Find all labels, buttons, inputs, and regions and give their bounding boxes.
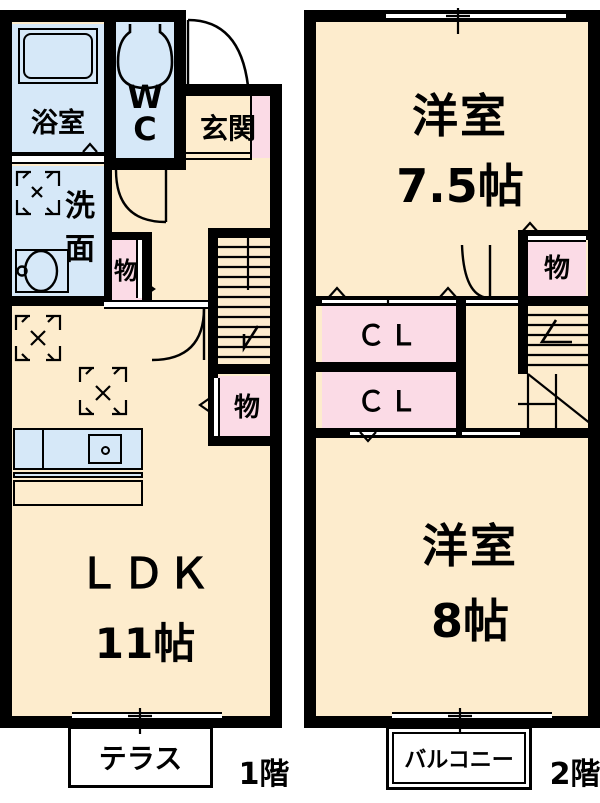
f2-wall-closet-right <box>456 296 466 436</box>
f1-wall-genkan-top <box>174 84 282 96</box>
balcony-label: バルコニー <box>404 748 514 773</box>
bathtub-inner-icon <box>23 33 93 79</box>
room-storage2 <box>216 376 278 436</box>
room-label-wc-w: W <box>127 78 163 116</box>
f1-genkan-step <box>186 152 252 154</box>
f2-closet2-door <box>350 430 456 437</box>
room-label-wc-c: C <box>133 110 157 148</box>
f1-storage2-door <box>212 378 220 436</box>
f2-bedroom2-door <box>462 430 520 437</box>
floor1-caption: 1階 <box>238 757 290 792</box>
room-label-storage1: 物 <box>114 256 138 285</box>
room-genkan <box>182 96 252 158</box>
room-label-western2: 洋室 <box>422 519 518 573</box>
room-label-storage2: 物 <box>233 392 260 423</box>
f1-genkan-shoebox-line <box>250 96 252 158</box>
room-label-western2-size: 8帖 <box>430 594 509 648</box>
room-label-bath: 浴室 <box>31 107 85 139</box>
terrace-label: テラス <box>98 742 183 775</box>
stairs-2f <box>528 306 588 370</box>
f1-wall-storage1-right <box>142 232 152 306</box>
room-label-closet2: ＣＬ <box>356 385 421 418</box>
f1-wall-stairs-bottom <box>208 364 280 374</box>
f1-wall-storage1-top <box>104 232 152 240</box>
f1-wall-washroom-bottom <box>0 296 112 306</box>
room-label-storage3: 物 <box>543 253 570 284</box>
f2-window-top <box>386 12 566 20</box>
f1-bath-door <box>12 154 104 164</box>
room-label-ldk: ＬＤＫ <box>77 548 213 598</box>
f1-wall-wc-bottom <box>104 158 186 170</box>
f2-wall-hall-right <box>518 296 528 374</box>
f2-storage3-door <box>528 234 586 242</box>
kitchen-counter-divider <box>42 430 44 468</box>
stairs-1f <box>216 236 278 364</box>
kitchen-sink-drain-icon <box>101 446 110 455</box>
f1-bath-washroom-divider <box>12 152 104 154</box>
f2-wall-storage3-left <box>518 230 528 304</box>
f2-wall-right <box>588 10 600 728</box>
room-storage3 <box>528 238 586 296</box>
f1-wall-wc-right <box>174 10 186 170</box>
floor2-hall <box>462 300 522 432</box>
room-label-genkan: 玄関 <box>199 112 256 145</box>
f2-wall-closets-divider <box>304 362 460 372</box>
f1-wall-bath-wc <box>104 10 116 160</box>
kitchen-counter-lip <box>13 472 143 478</box>
floor1-top-right-void <box>175 0 285 90</box>
room-label-western1-size: 7.5帖 <box>396 159 524 213</box>
f2-closet1-door <box>322 298 456 305</box>
kitchen-back-line <box>13 480 143 506</box>
floor2-caption: 2階 <box>549 757 600 792</box>
f1-hall-ldk-door <box>104 300 208 309</box>
f1-genkan-step2 <box>186 158 252 160</box>
kitchen-counter <box>13 428 143 470</box>
room-label-washroom-top: 洗 <box>65 189 95 224</box>
f1-wall-right <box>270 84 282 728</box>
washer-icon <box>17 172 59 214</box>
terrace-box <box>68 726 213 788</box>
f1-wall-storage2-bottom <box>208 436 280 446</box>
room-closet2 <box>322 372 456 428</box>
f1-wall-stairs-left <box>208 228 218 372</box>
room-closet1 <box>322 306 456 362</box>
room-label-washroom-bottom: 面 <box>65 232 95 267</box>
room-label-closet1: ＣＬ <box>356 319 421 352</box>
room-label-ldk-size: 11帖 <box>94 618 196 668</box>
f2-hall-door <box>462 298 520 305</box>
f1-wall-stairs-top <box>208 228 280 238</box>
f1-terrace-door <box>72 712 222 720</box>
f1-wall-top-left <box>0 10 180 22</box>
f1-storage1-door <box>136 240 144 298</box>
f2-balcony-door <box>392 712 552 720</box>
room-label-western1: 洋室 <box>412 89 508 143</box>
f1-wall-left <box>0 10 12 728</box>
